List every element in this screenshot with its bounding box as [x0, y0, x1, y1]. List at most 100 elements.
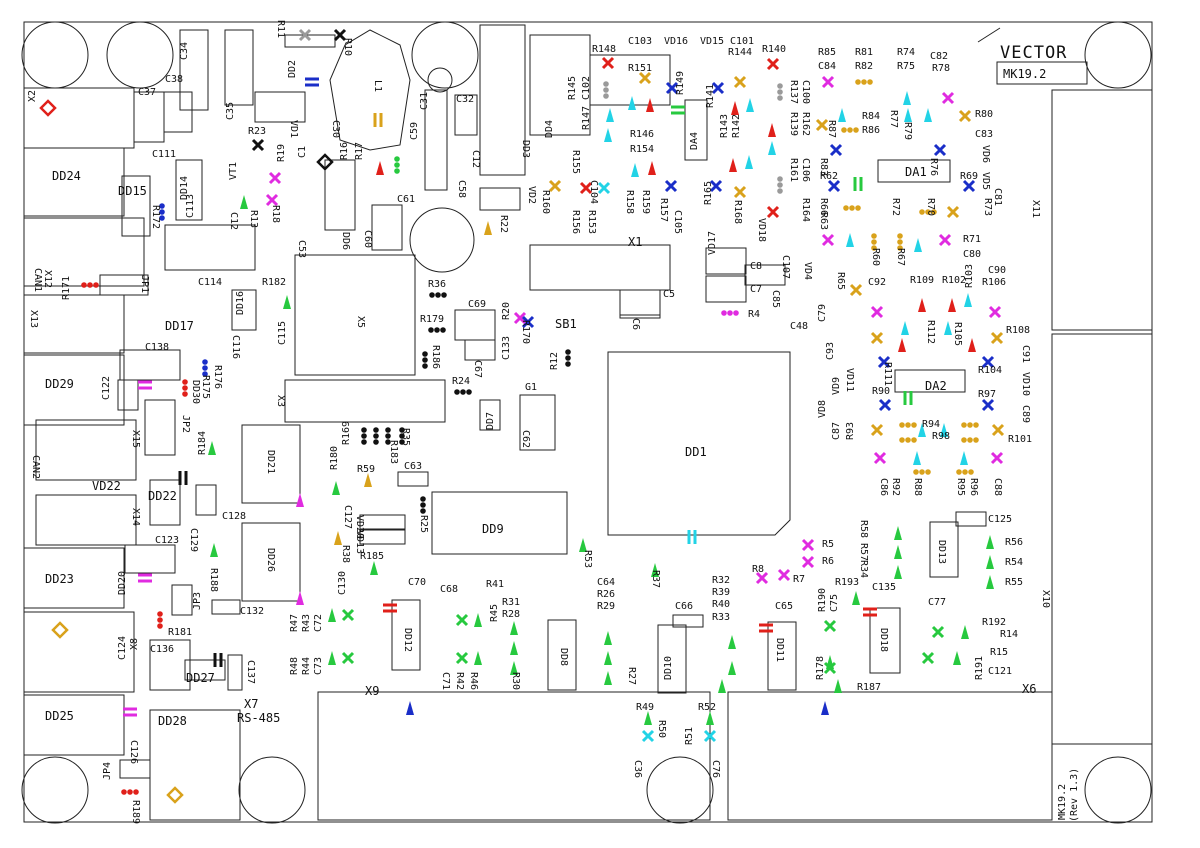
- cross-marker: [821, 233, 835, 247]
- ref-label: C32: [456, 94, 475, 105]
- dots-marker: [905, 422, 911, 428]
- ref-label: R76: [928, 158, 939, 177]
- ref-label: R105: [952, 322, 963, 347]
- ref-label: C31: [419, 91, 430, 110]
- ref-label: C34: [179, 41, 190, 60]
- ref-label: C7: [750, 284, 763, 295]
- triangle-marker: [604, 128, 612, 142]
- ref-label: R18: [270, 205, 281, 224]
- cross-marker: [513, 311, 527, 325]
- dots-marker: [454, 389, 460, 395]
- ref-label: R48: [289, 656, 300, 675]
- ref-label: C138: [145, 342, 170, 353]
- ref-label: C30: [330, 120, 341, 139]
- ref-label: R13: [248, 210, 259, 229]
- ref-label: X5: [355, 316, 366, 329]
- ref-label: R147: [581, 105, 592, 130]
- triangle-marker: [208, 441, 216, 455]
- ref-label: C5: [663, 289, 676, 300]
- ref-label: VD2: [526, 186, 537, 205]
- ref-label: R23: [248, 126, 267, 137]
- ref-label: R40: [712, 599, 731, 610]
- ref-label: C66: [675, 601, 694, 612]
- dots-marker: [777, 182, 783, 188]
- triangle-marker: [718, 679, 726, 693]
- dots-marker: [721, 310, 727, 316]
- ref-label: DD10: [663, 655, 674, 680]
- dots-marker: [182, 379, 188, 385]
- ref-label: C88: [992, 478, 1003, 497]
- ref-label: R53: [582, 550, 593, 569]
- ref-label: R112: [925, 320, 936, 345]
- ref-label: R179: [420, 314, 445, 325]
- ref-label: CAN2: [30, 455, 41, 480]
- ref-label: R85: [818, 47, 837, 58]
- dd1-outline: [607, 351, 791, 536]
- ref-label: C129: [188, 528, 199, 553]
- ref-label: DD6: [340, 232, 351, 251]
- ref-label: R188: [208, 568, 219, 593]
- ref-label: C68: [440, 584, 459, 595]
- dots-marker: [157, 617, 163, 623]
- dots-marker: [603, 93, 609, 99]
- ref-label: C101: [730, 36, 755, 47]
- ref-label: R47: [289, 613, 300, 632]
- cross-marker: [870, 305, 884, 319]
- ref-label: C65: [775, 601, 794, 612]
- triangle-marker: [903, 91, 911, 105]
- triangle-marker: [768, 141, 776, 155]
- triangle-marker: [986, 575, 994, 589]
- ref-label: R5: [822, 539, 835, 550]
- triangle-marker: [646, 98, 654, 112]
- triangle-marker: [651, 563, 659, 577]
- triangle-marker: [918, 298, 926, 312]
- ref-label: R41: [486, 579, 505, 590]
- parallel-marker: [123, 707, 137, 717]
- triangle-marker: [901, 321, 909, 335]
- cross-marker: [981, 355, 995, 369]
- board-outline: [23, 21, 1153, 823]
- triangle-marker: [964, 293, 972, 307]
- ref-label: R33: [712, 612, 731, 623]
- ref-label: R69: [960, 171, 979, 182]
- ref-label: R145: [567, 75, 578, 100]
- ref-label: C127: [342, 505, 353, 530]
- cross-marker: [341, 608, 355, 622]
- ref-label: R94: [922, 419, 941, 430]
- mounting-hole: [21, 21, 89, 89]
- capacitor-outline: [427, 67, 453, 93]
- ref-label: R171: [61, 275, 72, 300]
- dots-marker: [849, 205, 855, 211]
- ref-label: C37: [138, 87, 157, 98]
- ref-label: C123: [155, 535, 180, 546]
- ref-label: R8: [752, 564, 765, 575]
- triangle-marker: [579, 538, 587, 552]
- dots-marker: [777, 95, 783, 101]
- dots-marker: [202, 365, 208, 371]
- ref-label: R56: [1005, 537, 1024, 548]
- dots-marker: [565, 349, 571, 355]
- ref-label: R142: [731, 113, 742, 138]
- dots-marker: [853, 127, 859, 133]
- ref-label: X6: [1022, 682, 1037, 696]
- dots-marker: [777, 188, 783, 194]
- dots-marker: [466, 389, 472, 395]
- triangle-marker: [364, 473, 372, 487]
- ref-label: R70: [925, 198, 936, 217]
- dots-marker: [385, 439, 391, 445]
- ref-label: R34: [858, 560, 869, 579]
- ref-label: R175: [200, 375, 211, 400]
- ref-label: DD2: [287, 59, 298, 78]
- ref-label: R148: [592, 44, 617, 55]
- parallel-marker: [903, 391, 913, 405]
- cross-marker: [941, 91, 955, 105]
- dots-marker: [420, 508, 426, 514]
- dots-marker: [931, 209, 937, 215]
- board-revision-label: (Rev 1.3): [1069, 767, 1080, 822]
- ref-label: R180: [329, 445, 340, 470]
- ref-label: C137: [245, 660, 256, 685]
- dots-marker: [871, 245, 877, 251]
- ref-label: R169: [341, 420, 352, 445]
- ref-label: C84: [818, 61, 837, 72]
